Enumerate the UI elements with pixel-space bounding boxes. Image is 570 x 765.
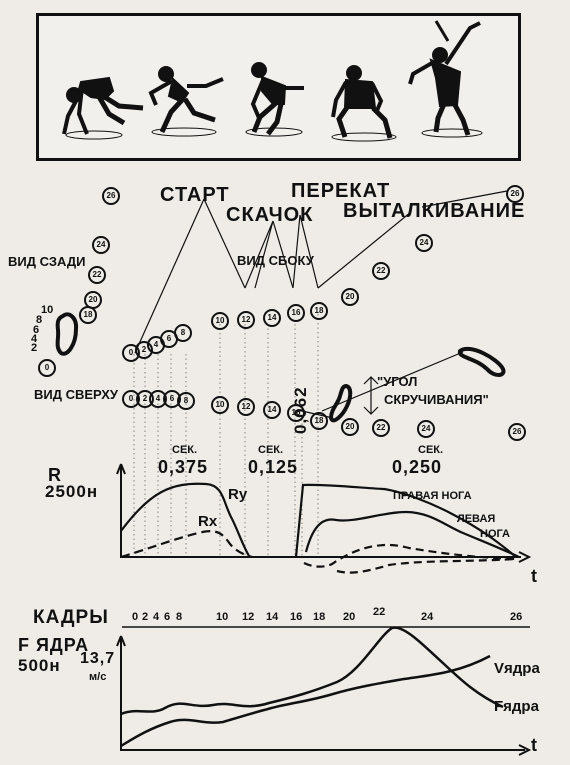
label-vid-sboku: ВИД СБОКУ: [237, 253, 314, 268]
frame-marker-8-side: 8: [174, 324, 192, 342]
label-skachok: СКАЧОК: [226, 204, 314, 226]
frame-marker-14-side: 14: [263, 309, 281, 327]
frame-marker-18-rear: 18: [79, 306, 97, 324]
timing-unit-2: СЕК.: [258, 444, 284, 456]
speed-value: 13,7: [80, 650, 116, 667]
pose-sequence-panel: [36, 13, 521, 161]
timing-value-4: 0,250: [392, 457, 443, 477]
athlete-pose-4: [331, 65, 397, 142]
frame-marker-18-top: 18: [310, 412, 328, 430]
timing-value-3: 0,062: [291, 386, 310, 434]
force-chart-curves: [120, 482, 520, 574]
athlete-pose-5: [408, 20, 483, 138]
frame-marker-10-side: 10: [211, 312, 229, 330]
label-vytalkivanie: ВЫТАЛКИВАНИЕ: [343, 200, 526, 222]
frame-marker-26-top: 26: [102, 187, 120, 205]
bottom-frame-8: 8: [176, 611, 183, 623]
timing-value-1: 0,375: [158, 457, 209, 477]
bottom-frame-24: 24: [421, 611, 434, 623]
rear-digit-2: 2: [31, 342, 38, 354]
rear-digit-10: 10: [41, 304, 54, 316]
bottom-frame-2: 2: [142, 611, 149, 623]
frame-marker-20-top: 20: [341, 418, 359, 436]
rx-label: Rx: [198, 513, 218, 530]
force-chart-ylabel: R: [48, 465, 62, 485]
bottom-frame-16: 16: [290, 611, 303, 623]
bottom-frame-20: 20: [343, 611, 356, 623]
label-perekat: ПЕРЕКАТ: [291, 180, 391, 202]
bottom-frame-12: 12: [242, 611, 255, 623]
athlete-pose-2: [148, 66, 224, 137]
left-leg-label-line-2: НОГА: [480, 528, 510, 540]
frame-marker-20-side: 20: [341, 288, 359, 306]
bottom-frame-22: 22: [373, 606, 386, 618]
frame-marker-18-side: 18: [310, 302, 328, 320]
frame-marker-16-side: 16: [287, 304, 305, 322]
label-start: СТАРТ: [160, 184, 230, 206]
timing-unit-1: СЕК.: [172, 444, 198, 456]
athlete-pose-3: [245, 62, 304, 137]
frame-marker-10-top: 10: [211, 396, 229, 414]
bottom-frame-4: 4: [153, 611, 160, 623]
frame-marker-12-top: 12: [237, 398, 255, 416]
bottom-frame-14: 14: [266, 611, 279, 623]
bottom-chart-axes: [116, 626, 532, 756]
bottom-frame-10: 10: [216, 611, 229, 623]
athlete-pose-1: [62, 76, 144, 140]
frame-marker-8-top: 8: [177, 392, 195, 410]
label-skruchivaniya: СКРУЧИВАНИЯ": [384, 392, 489, 407]
frame-marker-12-side: 12: [237, 311, 255, 329]
frame-marker-22-side: 22: [372, 262, 390, 280]
rear-digit-6: 6: [33, 324, 40, 336]
timing-unit-4: СЕК.: [418, 444, 444, 456]
frame-marker-22-top: 22: [372, 419, 390, 437]
ry-label: Ry: [228, 486, 248, 503]
frame-marker-24-side: 24: [415, 234, 433, 252]
pose-sequence-illustration: [62, 20, 483, 142]
f-value: 500н: [18, 656, 61, 675]
bottom-chart-curves: [120, 626, 504, 748]
bottom-frame-18: 18: [313, 611, 326, 623]
bottom-frame-6: 6: [164, 611, 171, 623]
force-chart-yvalue: 2500н: [45, 482, 99, 501]
force-chart-xlabel: t: [531, 566, 538, 586]
f-label: F ЯДРА: [18, 635, 90, 655]
bottom-frame-0: 0: [132, 611, 139, 623]
rear-digit-8: 8: [36, 314, 43, 326]
left-leg-label-line-1: ЛЕВАЯ: [457, 513, 496, 525]
speed-unit: м/с: [89, 671, 107, 683]
f-curve-label: Fядра: [494, 698, 539, 715]
right-leg-label: ПРАВАЯ НОГА: [393, 490, 472, 502]
label-vid-szadi: ВИД СЗАДИ: [8, 254, 86, 269]
frame-marker-24-rear: 24: [92, 236, 110, 254]
timing-value-2: 0,125: [248, 457, 299, 477]
bottom-frame-26: 26: [510, 611, 523, 623]
bottom-chart-xlabel: t: [531, 735, 538, 755]
frame-marker-14-top: 14: [263, 401, 281, 419]
label-vid-sverhu: ВИД СВЕРХУ: [34, 387, 118, 402]
frame-marker-0-rear: 0: [38, 359, 56, 377]
frame-marker-26-side: 26: [506, 185, 524, 203]
rear-digit-4: 4: [31, 333, 38, 345]
kadry-label: КАДРЫ: [33, 607, 109, 628]
frame-marker-16-top: 16: [287, 404, 305, 422]
frame-marker-24-top: 24: [417, 420, 435, 438]
v-label: Vядра: [494, 660, 540, 677]
label-ugol: "УГОЛ: [377, 374, 418, 389]
frame-marker-22-rear: 22: [88, 266, 106, 284]
frame-marker-26-top-right: 26: [508, 423, 526, 441]
